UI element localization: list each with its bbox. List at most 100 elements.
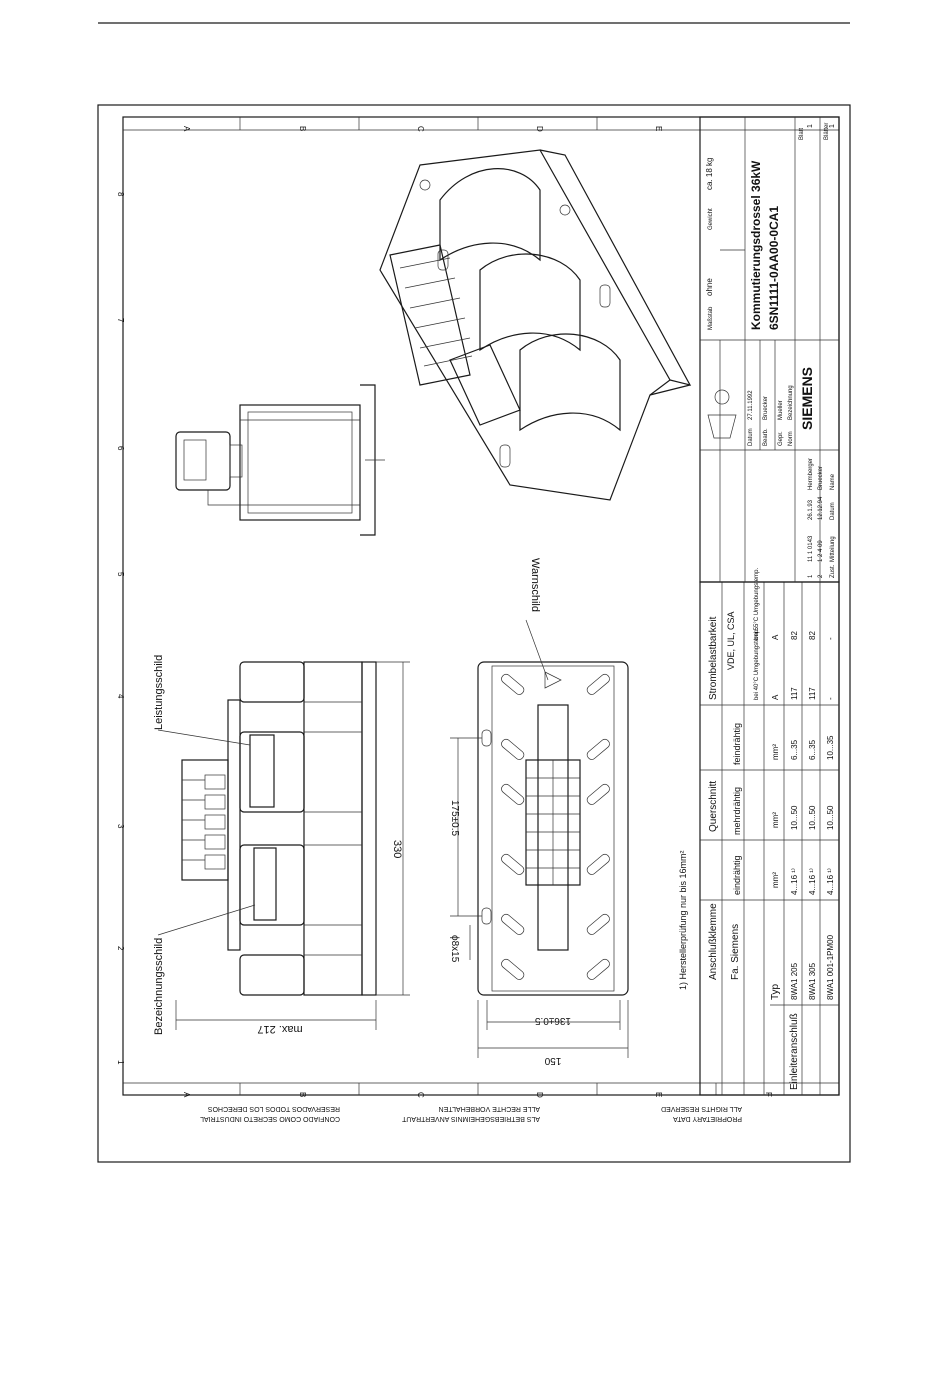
svg-text:8: 8 (116, 192, 125, 197)
note-col2-line1: ALS BETRIEBSGEHEIMNIS ANVERTRAUT (401, 1115, 540, 1122)
unit-mm2-c: mm² (771, 744, 780, 760)
note-col2-line2: ALLE RECHTE VORBEHALTEN (439, 1105, 540, 1112)
warnschild-label: Warnschild (529, 558, 541, 612)
tb-row4-a: Norm (788, 431, 794, 446)
row2-a55: 82 (808, 631, 817, 640)
row2-fein: 6...35 (808, 739, 817, 760)
weight-value: ca. 18 kg (705, 158, 714, 190)
rev-row3-b: Mitteilung (830, 536, 836, 562)
grid-letter-d: D (535, 126, 544, 132)
page-frame (97, 104, 851, 1163)
grid-letters-top: A B C D E (182, 117, 663, 132)
svg-text:B: B (298, 1092, 307, 1097)
rev-row1-a: 1 (808, 574, 814, 578)
svg-text:7: 7 (116, 318, 125, 323)
sheet-value: 1 (807, 124, 814, 128)
dimension-max217: max. 217 (175, 1000, 377, 1035)
col-feindraehtig: feindrähtig (732, 723, 742, 765)
rev-row1-d: Hermberger (808, 458, 814, 490)
callout-bezeichnungsschild: Bezeichnungsschild (153, 904, 256, 1035)
row3-a40: - (826, 697, 835, 700)
rev-row2-c: 12.12.94 (818, 496, 824, 520)
grid-numbers-left: 1 2 3 4 5 6 7 8 (116, 192, 125, 1065)
weight-label: Gewicht (708, 208, 714, 230)
dim-330-label: 330 (391, 840, 403, 858)
row1-a40: 117 (790, 687, 799, 700)
dimension-150: 150 (477, 1000, 629, 1066)
unit-mm2-a: mm² (771, 872, 780, 888)
row1-a55: 82 (790, 631, 799, 640)
leistungsschild-label: Leistungsschild (153, 655, 165, 730)
dim-175-label: 175±0.5 (449, 800, 460, 837)
row3-a55: - (826, 637, 835, 640)
rev-row2-d: Bruecker (818, 466, 824, 490)
dim-136-label: 136±0.5 (535, 1015, 572, 1026)
dimension-175: 175±0.5 (449, 737, 482, 917)
dim-max217-label: max. 217 (257, 1023, 302, 1035)
row2-ein: 4...16 ¹⁾ (808, 868, 817, 895)
tb-row1-b: 27.11.1992 (748, 390, 754, 420)
row1-mehr: 10...50 (790, 805, 799, 830)
rev-row1-c: 26.1.93 (808, 499, 814, 520)
col-querschnitt: Querschnitt (708, 781, 719, 832)
scale-label: Maßstab (708, 306, 714, 330)
tb-row4-b: Bezeichnung (788, 385, 794, 420)
title-block (699, 116, 840, 583)
tb-row3-b: Mueller (778, 400, 784, 420)
dim-150-label: 150 (544, 1055, 561, 1066)
col-40: bei 40°C Umgebungstemp. (754, 628, 760, 700)
order-number: 6SN1111-0AA00-0CA1 (767, 206, 781, 330)
sheets-label: Blätter (824, 123, 830, 140)
dimension-330: 330 (376, 661, 410, 996)
col-55: bei 55°C Umgebungstemp. (754, 568, 760, 640)
svg-text:A: A (182, 1092, 191, 1098)
col-vde: VDE, UL, CSA (726, 611, 736, 670)
note-col3-line1: CONFIADO COMO SECRETO INDUSTRIAL (200, 1115, 340, 1122)
grid-letter-b: B (298, 126, 307, 131)
col-fa: Fa. Siemens (730, 924, 741, 980)
grid-letter-c: C (416, 126, 425, 132)
sheets-value: 1 (829, 124, 836, 128)
dimension-hole: ϕ8x15 (449, 925, 471, 963)
scale-value: ohne (705, 278, 714, 296)
svg-text:6: 6 (116, 446, 125, 451)
svg-text:D: D (535, 1092, 544, 1098)
side-view (175, 384, 385, 536)
grid-letter-e: E (654, 126, 663, 131)
svg-text:4: 4 (116, 694, 125, 699)
col-anschluss: Anschlußklemme (708, 903, 719, 980)
rev-row3-a: Zust. (830, 564, 836, 578)
col-typ: Typ (770, 983, 781, 1000)
unit-a-40: A (771, 694, 780, 700)
isometric-view (379, 149, 692, 501)
svg-text:1: 1 (116, 1060, 125, 1065)
svg-text:5: 5 (116, 572, 125, 577)
rev-row2-b: 1 2 4 09 (818, 540, 824, 562)
unit-mm2-b: mm² (771, 812, 780, 828)
grid-letter-a: A (182, 126, 191, 132)
bezeichnungsschild-label: Bezeichnungsschild (153, 938, 165, 1035)
note-col1-line2: ALL RIGHTS RESERVED (661, 1105, 742, 1112)
unit-a-55: A (771, 634, 780, 640)
row3-ein: 4...16 ¹⁾ (826, 868, 835, 895)
row2-typ: 8WA1 305 (808, 962, 817, 1000)
svg-text:3: 3 (116, 824, 125, 829)
col-mehrdraehtig: mehrdrähtig (732, 787, 742, 835)
callout-warnschild: Warnschild (525, 558, 549, 681)
tb-row1-a: Datum (748, 428, 754, 446)
terminal-table (699, 581, 840, 1096)
dim-hole-label: ϕ8x15 (449, 935, 460, 963)
sheet-label: Blatt (799, 128, 805, 140)
rev-row1-b: 11 1 0143 (808, 535, 814, 562)
siemens-brand: SIEMENS (799, 367, 815, 430)
svg-text:C: C (416, 1092, 425, 1098)
col-eindraehtig: eindrähtig (732, 855, 742, 895)
svg-text:2: 2 (116, 946, 125, 951)
svg-text:E: E (654, 1092, 663, 1097)
row1-fein: 6...35 (790, 739, 799, 760)
proprietary-notes: PROPRIETARY DATA ALL RIGHTS RESERVED ALS… (200, 1105, 742, 1122)
callout-leistungsschild: Leistungsschild (153, 655, 251, 746)
row2-mehr: 10...50 (808, 805, 817, 830)
front-view (181, 661, 377, 996)
